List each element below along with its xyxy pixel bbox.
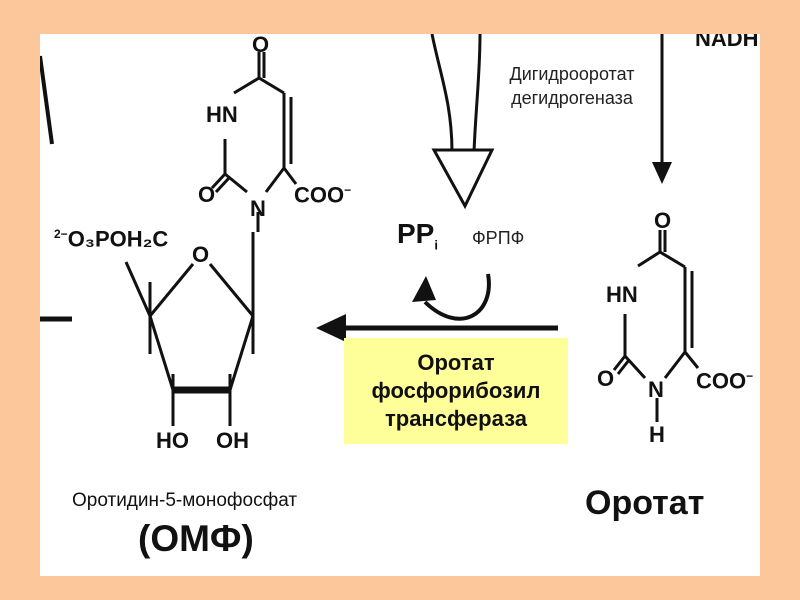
enzyme-box-line3: трансфераза xyxy=(384,406,527,431)
atom-coo: COO− xyxy=(294,182,352,208)
phosphate-group: 2−O₃POH₂C xyxy=(54,226,169,252)
atom-n: N xyxy=(250,196,266,221)
atom-o: O xyxy=(654,208,672,233)
enzyme-box-line1: Оротат xyxy=(417,350,495,375)
atom-h: H xyxy=(649,422,665,447)
atom-o: O xyxy=(597,366,615,391)
slide-canvas: O HN O N COO− 2−O₃POH₂C O HO OH O HN O N… xyxy=(40,34,760,576)
prpp-arrow-head xyxy=(412,276,436,302)
orotate-ring xyxy=(612,230,700,422)
left-edge-mark xyxy=(40,55,54,145)
arrow-head xyxy=(652,162,672,184)
product-name: Оротидин-5-монофосфат xyxy=(72,490,298,511)
prpp-curve-arrow xyxy=(423,273,491,321)
enzyme-box: Оротат фосфорибозил трансфераза xyxy=(344,338,568,444)
atom-n: N xyxy=(648,377,664,402)
atom-o: O xyxy=(252,34,270,57)
substrate-label: ФРПФ xyxy=(472,228,525,248)
product-abbreviation: (ОМФ) xyxy=(138,518,254,559)
atom-hn: HN xyxy=(206,102,238,127)
enzyme-top-label: Дигидрооротат дегидрогеназа xyxy=(492,62,652,110)
diagram-artwork xyxy=(40,34,700,426)
enzyme-top-line1: Дигидрооротат xyxy=(509,64,635,84)
cofactor-label: NADH xyxy=(695,34,759,51)
curved-arrow-line xyxy=(430,34,454,153)
main-arrow-head xyxy=(316,314,346,342)
omp-pyrimidine-ring xyxy=(210,52,298,232)
pyrophosphate-label: PPi xyxy=(397,218,438,253)
atom-hn: HN xyxy=(606,282,638,307)
ribose-ring xyxy=(124,232,255,426)
enzyme-top-line2: дегидрогеназа xyxy=(511,88,633,108)
orotate-title: Оротат xyxy=(585,484,705,522)
curved-arrow-line xyxy=(472,34,482,153)
arrow-head-white xyxy=(431,148,495,210)
atom-coo: COO− xyxy=(696,368,754,394)
atom-o: O xyxy=(198,182,216,207)
atom-oh: OH xyxy=(216,428,249,453)
enzyme-box-line2: фосфорибозил xyxy=(371,378,541,403)
atom-ho: HO xyxy=(156,428,189,453)
ring-oxygen: O xyxy=(192,242,210,267)
